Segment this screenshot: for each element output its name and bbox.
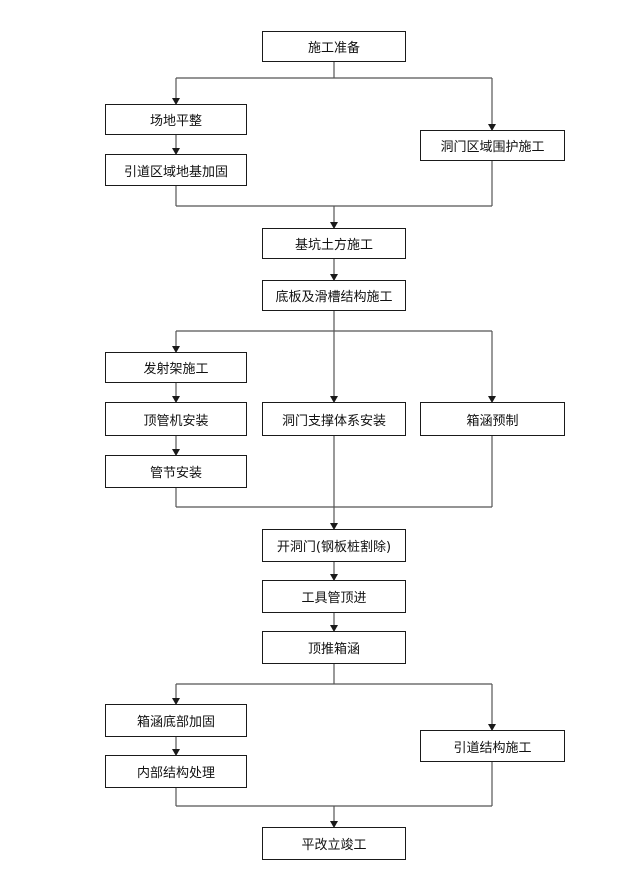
step-portal-support: 洞门支撑体系安装 xyxy=(262,402,406,436)
step-open-portal: 开洞门(钢板桩割除) xyxy=(262,529,406,562)
step-approach-foundation: 引道区域地基加固 xyxy=(105,154,247,186)
step-prep: 施工准备 xyxy=(262,31,406,62)
step-approach-structure: 引道结构施工 xyxy=(420,730,565,762)
step-box-prefab: 箱涵预制 xyxy=(420,402,565,436)
step-tool-pipe-jacking: 工具管顶进 xyxy=(262,580,406,613)
step-inner-structure: 内部结构处理 xyxy=(105,755,247,788)
step-completion: 平改立竣工 xyxy=(262,827,406,860)
step-push-box: 顶推箱涵 xyxy=(262,631,406,664)
step-base-slab-slide: 底板及滑槽结构施工 xyxy=(262,280,406,311)
step-launch-frame: 发射架施工 xyxy=(105,352,247,383)
step-portal-enclosure: 洞门区域围护施工 xyxy=(420,130,565,161)
step-pit-earthwork: 基坑土方施工 xyxy=(262,228,406,259)
step-jack-install: 顶管机安装 xyxy=(105,402,247,436)
step-site-leveling: 场地平整 xyxy=(105,104,247,135)
step-segment-install: 管节安装 xyxy=(105,455,247,488)
step-box-bottom-reinforce: 箱涵底部加固 xyxy=(105,704,247,737)
